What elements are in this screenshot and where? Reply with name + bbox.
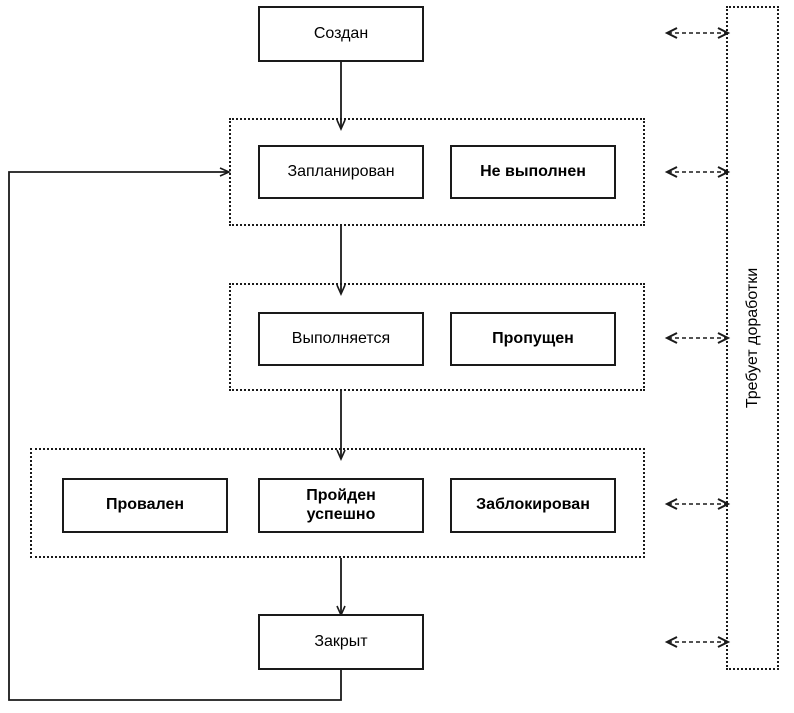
node-planned[interactable]: Запланирован <box>258 145 424 199</box>
node-skipped[interactable]: Пропущен <box>450 312 616 366</box>
node-blocked[interactable]: Заблокирован <box>450 478 616 533</box>
node-in-progress-label: Выполняется <box>291 329 391 347</box>
node-failed-label: Провален <box>105 496 185 514</box>
node-not-executed[interactable]: Не выполнен <box>450 145 616 199</box>
node-created[interactable]: Создан <box>258 6 424 62</box>
node-planned-label: Запланирован <box>287 162 395 180</box>
node-failed[interactable]: Провален <box>62 478 228 533</box>
group-planned-stage <box>229 118 645 226</box>
group-execution-stage <box>229 283 645 391</box>
node-passed-line2: успешно <box>306 505 376 523</box>
node-closed[interactable]: Закрыт <box>258 614 424 670</box>
node-passed-line1: Пройден <box>306 487 376 505</box>
node-created-label: Создан <box>313 24 369 42</box>
node-passed[interactable]: Пройден успешно <box>258 478 424 533</box>
rework-container[interactable] <box>726 6 779 670</box>
rework-label: Требует доработки <box>744 267 761 409</box>
node-skipped-label: Пропущен <box>492 329 574 347</box>
node-not-executed-label: Не выполнен <box>480 162 586 180</box>
node-passed-label: Пройден успешно <box>306 487 376 524</box>
node-closed-label: Закрыт <box>314 632 368 650</box>
node-in-progress[interactable]: Выполняется <box>258 312 424 366</box>
node-blocked-label: Заблокирован <box>476 496 590 514</box>
group-result-stage <box>30 448 645 558</box>
